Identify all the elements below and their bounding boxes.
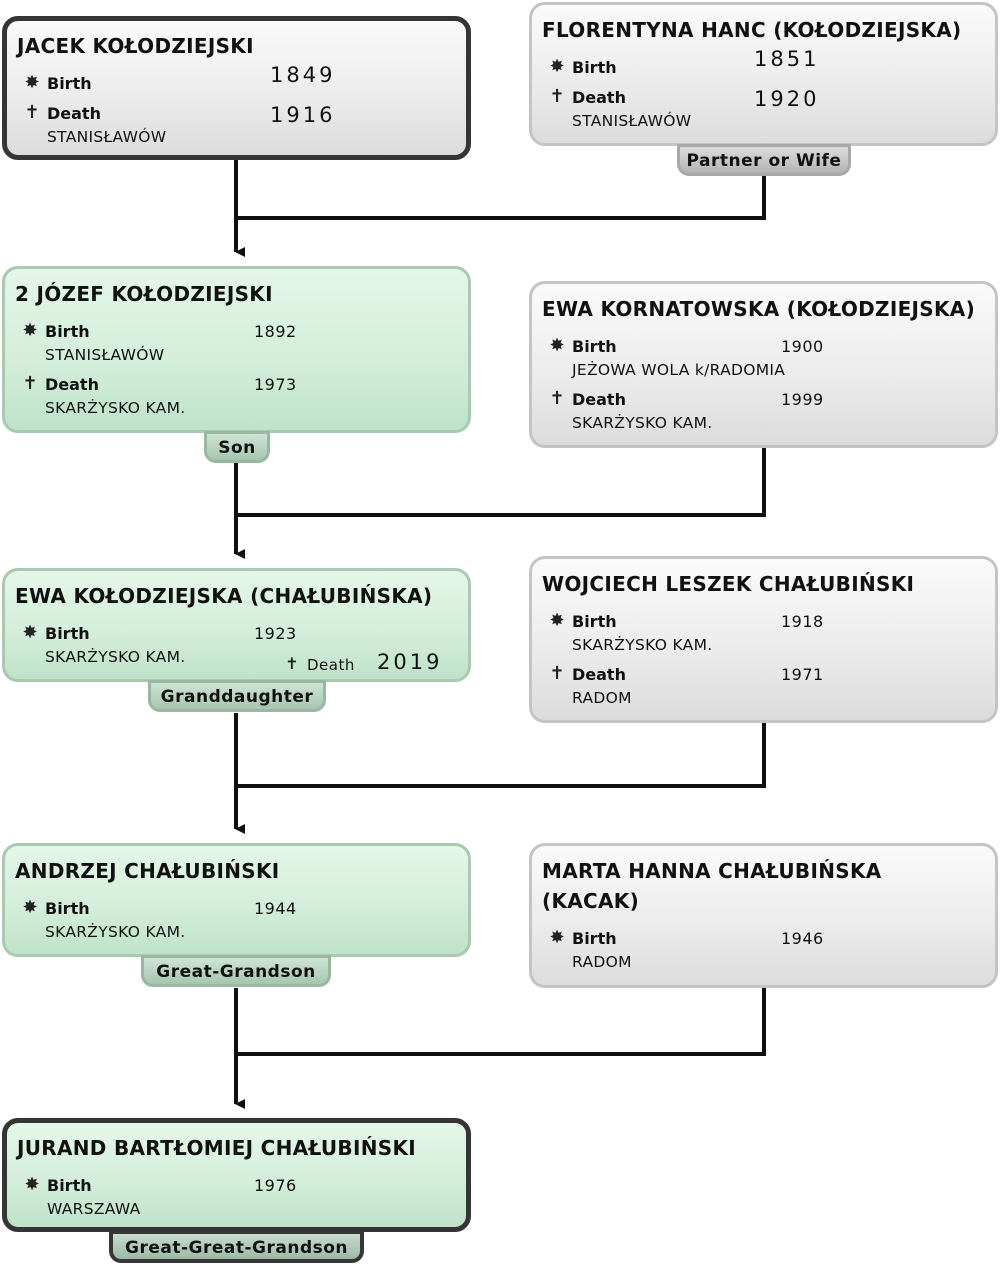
- cross-icon: ✝: [549, 86, 565, 107]
- birth-star-icon: ✸: [24, 72, 40, 93]
- person-name: ANDRZEJ CHAŁUBIŃSKI: [15, 859, 280, 883]
- person-card-ewa-kolodziejska[interactable]: EWA KOŁODZIEJSKA (CHAŁUBIŃSKA) ✸ Birth 1…: [2, 568, 471, 682]
- birth-place: RADOM: [572, 953, 632, 971]
- birth-star-icon: ✸: [24, 1174, 40, 1195]
- connector-line: [236, 176, 766, 220]
- death-year: 2019: [377, 650, 443, 674]
- death-label: Death: [572, 665, 626, 684]
- birth-star-icon: ✸: [549, 927, 565, 948]
- cross-icon: ✝: [24, 102, 40, 123]
- relation-tag: Great-Great-Grandson: [109, 1230, 364, 1263]
- death-place: SKARŻYSKO KAM.: [572, 414, 713, 432]
- person-name: 2 JÓZEF KOŁODZIEJSKI: [15, 282, 273, 306]
- birth-year: 1944: [254, 899, 297, 918]
- birth-place: WARSZAWA: [47, 1200, 141, 1218]
- death-label: Death: [47, 104, 101, 123]
- birth-label: Birth: [45, 322, 90, 341]
- person-card-jacek[interactable]: JACEK KOŁODZIEJSKI ✸ Birth 1849 ✝ Death …: [2, 16, 471, 160]
- birth-year: 1900: [781, 337, 824, 356]
- birth-place: SKARŻYSKO KAM.: [45, 923, 186, 941]
- relation-tag: Great-Grandson: [141, 955, 331, 987]
- birth-year: 1918: [781, 612, 824, 631]
- cross-icon: ✝: [549, 388, 565, 409]
- birth-year: 1923: [254, 624, 297, 643]
- birth-label: Birth: [572, 58, 617, 77]
- birth-year: 1849: [270, 63, 336, 87]
- birth-label: Birth: [572, 337, 617, 356]
- birth-year: 1976: [254, 1176, 297, 1195]
- cross-icon: ✝: [549, 663, 565, 684]
- birth-label: Birth: [572, 929, 617, 948]
- connector-line: [236, 448, 766, 517]
- cross-icon: ✝: [22, 373, 38, 394]
- death-year: 1971: [781, 665, 824, 684]
- birth-year: 1946: [781, 929, 824, 948]
- death-year: 1999: [781, 390, 824, 409]
- cross-icon: ✝: [285, 654, 299, 673]
- birth-label: Birth: [47, 74, 92, 93]
- death-label: Death: [572, 88, 626, 107]
- relation-tag: Partner or Wife: [677, 144, 851, 176]
- person-name: EWA KORNATOWSKA (KOŁODZIEJSKA): [542, 297, 976, 321]
- person-name: EWA KOŁODZIEJSKA (CHAŁUBIŃSKA): [15, 584, 433, 608]
- birth-star-icon: ✸: [549, 56, 565, 77]
- person-card-andrzej[interactable]: ANDRZEJ CHAŁUBIŃSKI ✸ Birth 1944 SKARŻYS…: [2, 843, 471, 957]
- person-name: WOJCIECH LESZEK CHAŁUBIŃSKI: [542, 572, 915, 596]
- birth-label: Birth: [572, 612, 617, 631]
- birth-place: STANISŁAWÓW: [45, 346, 165, 364]
- person-card-ewa-kornatowska[interactable]: EWA KORNATOWSKA (KOŁODZIEJSKA) ✸ Birth 1…: [529, 281, 998, 448]
- birth-place: SKARŻYSKO KAM.: [45, 648, 186, 666]
- person-name: FLORENTYNA HANC (KOŁODZIEJSKA): [542, 18, 962, 42]
- birth-label: Birth: [47, 1176, 92, 1195]
- connector-line: [236, 723, 766, 788]
- death-place: RADOM: [572, 689, 632, 707]
- relation-tag: Granddaughter: [148, 680, 326, 712]
- death-label: Death: [572, 390, 626, 409]
- birth-label: Birth: [45, 899, 90, 918]
- person-name-line2: (KACAK): [542, 889, 640, 913]
- birth-place: SKARŻYSKO KAM.: [572, 636, 713, 654]
- death-place: STANISŁAWÓW: [572, 112, 692, 130]
- death-label: Death: [45, 375, 99, 394]
- person-card-florentyna[interactable]: FLORENTYNA HANC (KOŁODZIEJSKA) ✸ Birth 1…: [529, 2, 998, 146]
- person-card-jozef[interactable]: 2 JÓZEF KOŁODZIEJSKI ✸ Birth 1892 STANIS…: [2, 266, 471, 433]
- person-name: JACEK KOŁODZIEJSKI: [17, 34, 254, 58]
- birth-star-icon: ✸: [22, 320, 38, 341]
- person-card-wojciech[interactable]: WOJCIECH LESZEK CHAŁUBIŃSKI ✸ Birth 1918…: [529, 556, 998, 723]
- birth-place: JEŻOWA WOLA k/RADOMIA: [572, 361, 786, 379]
- death-year: 1916: [270, 103, 336, 127]
- person-card-marta[interactable]: MARTA HANNA CHAŁUBIŃSKA (KACAK) ✸ Birth …: [529, 843, 998, 988]
- birth-star-icon: ✸: [22, 897, 38, 918]
- relation-tag: Son: [204, 431, 270, 463]
- death-place: SKARŻYSKO KAM.: [45, 399, 186, 417]
- death-year: 1920: [754, 87, 820, 111]
- birth-star-icon: ✸: [549, 610, 565, 631]
- death-year: 1973: [254, 375, 297, 394]
- person-name: JURAND BARTŁOMIEJ CHAŁUBIŃSKI: [17, 1136, 417, 1160]
- death-place: STANISŁAWÓW: [47, 128, 167, 146]
- birth-year: 1851: [754, 47, 820, 71]
- birth-star-icon: ✸: [22, 622, 38, 643]
- birth-star-icon: ✸: [549, 335, 565, 356]
- person-name-line1: MARTA HANNA CHAŁUBIŃSKA: [542, 859, 882, 883]
- connector-line: [236, 988, 766, 1056]
- birth-year: 1892: [254, 322, 297, 341]
- person-card-jurand[interactable]: JURAND BARTŁOMIEJ CHAŁUBIŃSKI ✸ Birth 19…: [2, 1118, 471, 1232]
- birth-label: Birth: [45, 624, 90, 643]
- death-label: Death: [307, 656, 355, 674]
